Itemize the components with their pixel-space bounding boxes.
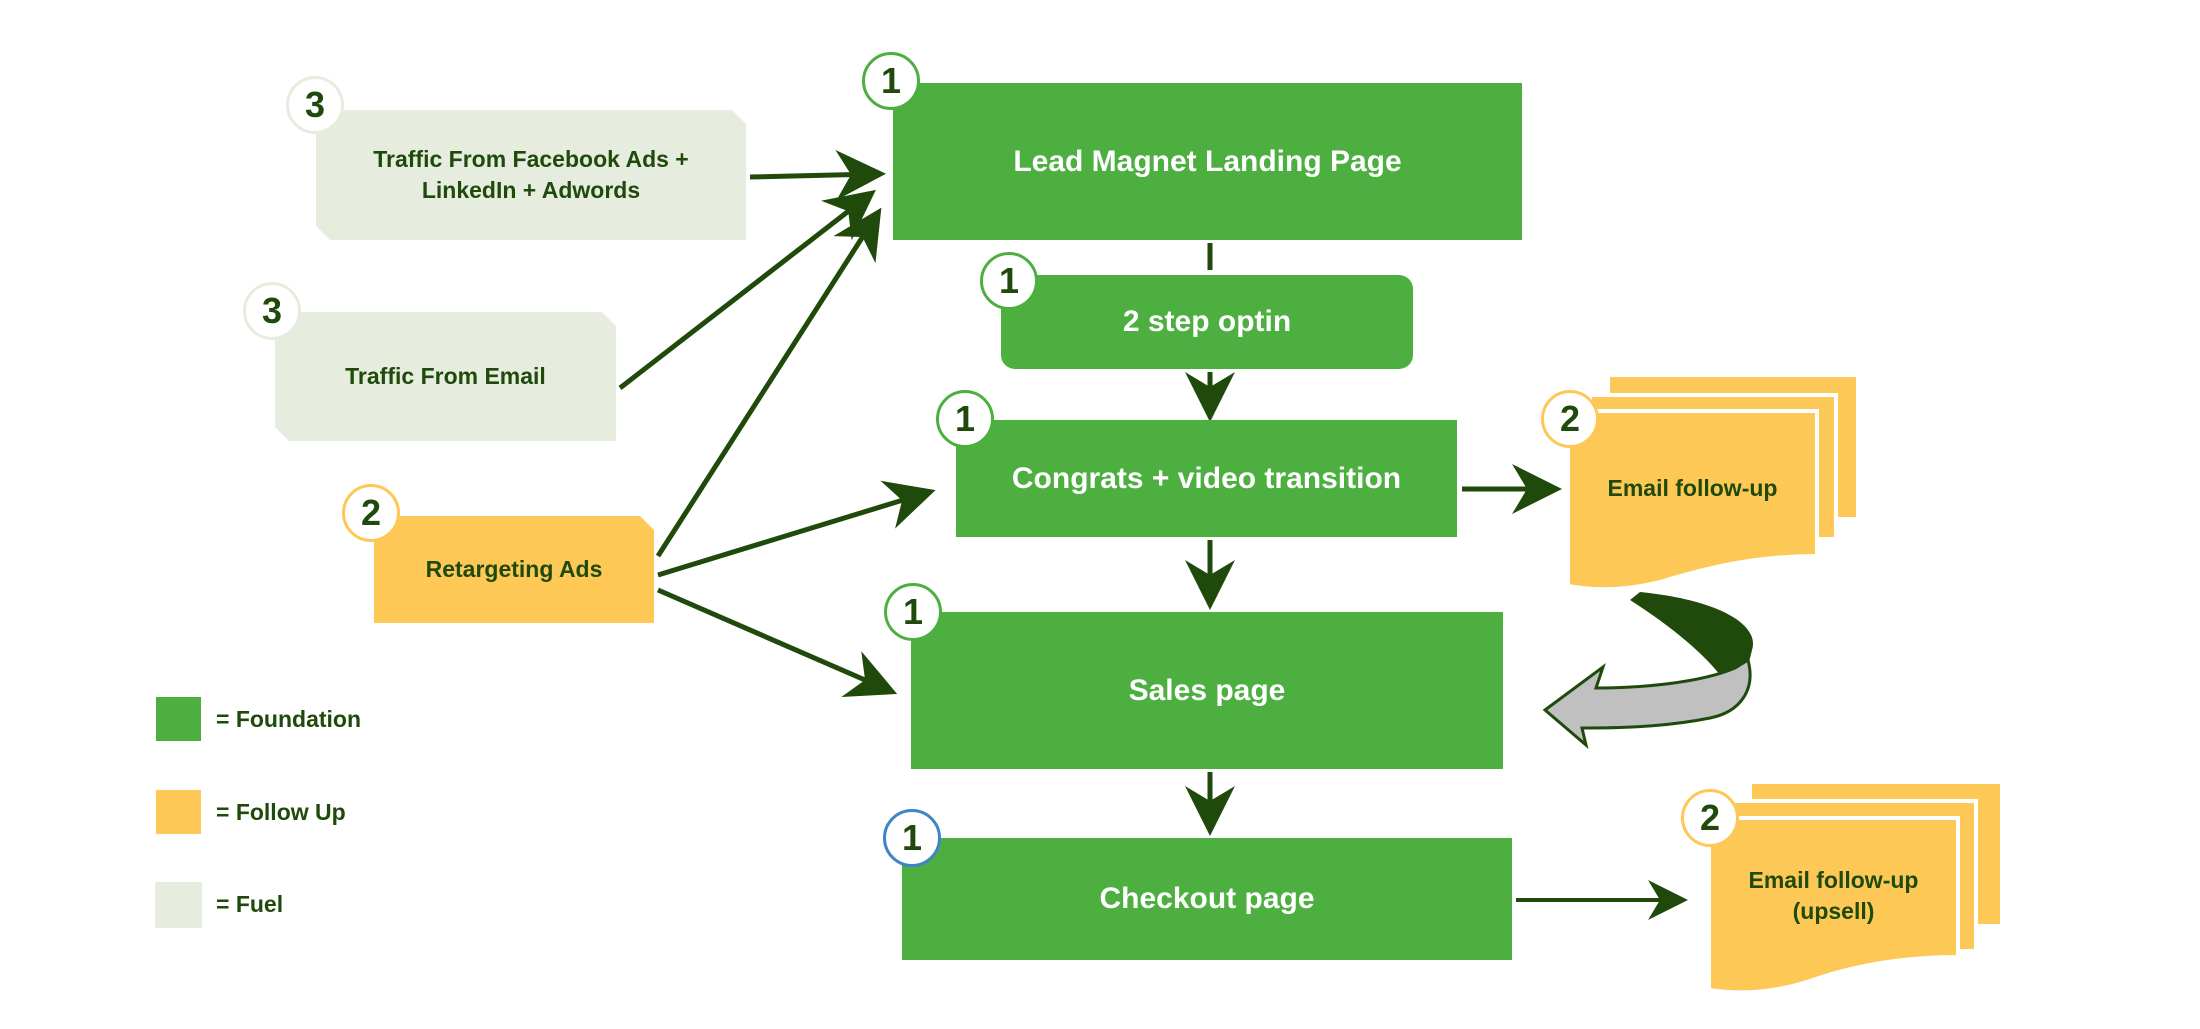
follow-source-label: Retargeting Ads [425, 556, 603, 582]
arrow-retargeting-to-lead-magnet [655, 207, 882, 558]
fuel-source-facebook-ads[interactable]: Traffic From Facebook Ads + LinkedIn + A… [316, 110, 746, 240]
priority-badge: 1 [884, 583, 942, 641]
arrow-facebook-to-lead-magnet [749, 149, 886, 200]
arrow-retargeting-to-congrats [657, 480, 936, 578]
legend-swatch-follow-up [156, 790, 201, 834]
follow-source-retargeting-ads[interactable]: Retargeting Ads [374, 516, 654, 623]
funnel-step-label: Sales page [1128, 673, 1286, 707]
funnel-step-2-step-optin[interactable]: 2 step optin [1001, 275, 1413, 369]
legend-swatch-foundation [156, 697, 201, 741]
priority-badge: 1 [980, 252, 1038, 310]
email-followup-label: Email follow-up [1607, 474, 1778, 501]
funnel-step-label: Checkout page [1099, 882, 1315, 915]
legend-label-foundation: = Foundation [216, 706, 362, 732]
legend-label-fuel: = Fuel [216, 891, 284, 917]
return-arrow-email-to-sales [1542, 592, 1754, 750]
priority-badge: 2 [342, 484, 400, 542]
funnel-step-lead-magnet-landing-page[interactable]: Lead Magnet Landing Page [893, 83, 1522, 240]
legend-label-follow-up: = Follow Up [216, 799, 346, 825]
fuel-source-email-traffic[interactable]: Traffic From Email [275, 312, 616, 441]
funnel-step-checkout-page[interactable]: Checkout page [902, 838, 1512, 960]
priority-badge: 1 [862, 52, 920, 110]
funnel-step-label: Lead Magnet Landing Page [1013, 144, 1402, 178]
funnel-step-sales-page[interactable]: Sales page [911, 612, 1503, 769]
funnel-step-label: Congrats + video transition [1011, 461, 1402, 495]
arrow-retargeting-to-sales [657, 587, 898, 697]
priority-badge: 3 [243, 282, 301, 340]
legend-swatch-fuel [155, 882, 202, 928]
upsell-sheet-front [1707, 816, 1960, 995]
priority-badge: 1 [883, 809, 941, 867]
funnel-step-congrats-video-transition[interactable]: Congrats + video transition [956, 420, 1457, 537]
fuel-source-label: Traffic From Email [345, 363, 546, 389]
fuel-source-label: Traffic From Facebook Ads + LinkedIn + A… [373, 146, 689, 203]
email-sheet-front [1566, 409, 1819, 592]
funnel-step-label: 2 step optin [1122, 305, 1292, 338]
priority-badge: 3 [286, 76, 344, 134]
email-upsell-label-line2: (upsell) [1792, 898, 1875, 924]
arrow-email-traffic-to-lead-magnet [618, 189, 876, 390]
priority-badge: 2 [1681, 789, 1739, 847]
email-upsell-label-line1: Email follow-up [1748, 867, 1919, 893]
email-upsell-label: Email follow-up (upsell) [1709, 850, 1958, 942]
priority-badge: 1 [936, 390, 994, 448]
priority-badge: 2 [1541, 390, 1599, 448]
